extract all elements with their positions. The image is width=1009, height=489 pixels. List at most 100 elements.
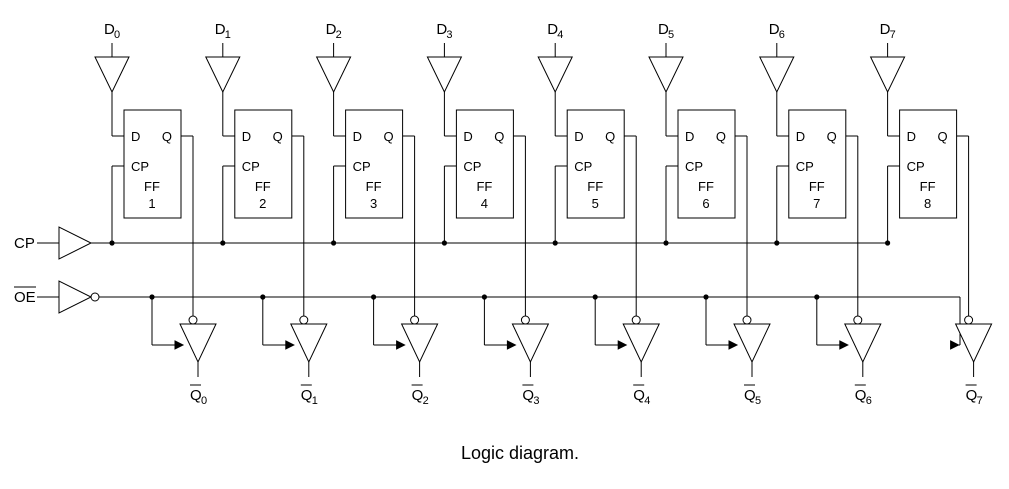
flip-flop	[788, 109, 847, 219]
data-input-index: 5	[668, 29, 674, 41]
ff-number-label: 8	[924, 196, 931, 211]
data-input-index: 6	[779, 29, 785, 41]
ff-d-pin-label: D	[131, 129, 140, 144]
output-index: 1	[312, 395, 318, 407]
input-buffer	[315, 56, 352, 94]
output-buffer	[622, 323, 660, 364]
input-buffer	[759, 56, 795, 94]
clock-junction	[331, 240, 337, 246]
cp-buffer	[58, 226, 93, 260]
ff-cp-pin-label: CP	[574, 159, 592, 174]
ff-type-label: FF	[587, 179, 603, 194]
oe-junction	[371, 294, 377, 300]
flip-flop	[345, 109, 404, 219]
ff-d-pin-label: D	[796, 129, 805, 144]
flip-flop	[677, 109, 736, 219]
output-buffer	[511, 323, 550, 364]
data-input-label: D	[104, 21, 115, 38]
oe-inverter-bubble	[90, 292, 100, 302]
flip-flop	[234, 109, 293, 219]
output-label: Q	[301, 387, 313, 404]
flip-flop	[899, 109, 958, 219]
ff-number-label: 1	[148, 196, 155, 211]
data-input-label: D	[215, 21, 226, 38]
output-label: Q	[190, 387, 202, 404]
output-inverter-bubble	[299, 315, 309, 325]
flip-flop	[123, 109, 182, 219]
clock-junction	[663, 240, 669, 246]
flip-flop	[455, 109, 514, 219]
enable-arrowhead	[728, 340, 739, 350]
output-inverter-bubble	[520, 315, 530, 325]
output-index: 0	[201, 395, 207, 407]
ff-type-label: FF	[476, 179, 492, 194]
oe-junction	[260, 294, 266, 300]
output-label: Q	[744, 387, 756, 404]
ff-q-pin-label: Q	[716, 129, 726, 144]
input-buffer	[869, 56, 906, 94]
output-label: Q	[633, 387, 645, 404]
input-buffer	[426, 56, 463, 94]
ff-q-pin-label: Q	[162, 129, 172, 144]
output-buffer	[179, 323, 217, 364]
ff-type-label: FF	[144, 179, 160, 194]
input-buffer	[205, 56, 241, 94]
output-index: 6	[866, 395, 872, 407]
oe-inverter	[58, 280, 93, 314]
data-input-label: D	[769, 21, 780, 38]
ff-d-pin-label: D	[907, 129, 916, 144]
input-buffer	[537, 56, 573, 94]
output-inverter-bubble	[188, 315, 198, 325]
enable-arrowhead	[396, 340, 406, 350]
enable-arrowhead	[285, 340, 295, 350]
ff-number-label: 4	[481, 196, 488, 211]
output-inverter-bubble	[631, 315, 641, 325]
clock-junction	[220, 240, 226, 246]
ff-cp-pin-label: CP	[131, 159, 149, 174]
ff-d-pin-label: D	[353, 129, 362, 144]
enable-arrowhead	[506, 340, 517, 350]
input-buffer	[648, 56, 684, 94]
data-input-index: 4	[557, 29, 563, 41]
ff-number-label: 2	[259, 196, 266, 211]
cp-input-label: CP	[14, 235, 35, 252]
oe-junction	[481, 294, 487, 300]
clock-junction	[441, 240, 447, 246]
ff-cp-pin-label: CP	[353, 159, 371, 174]
output-buffer	[290, 323, 328, 364]
oe-input-label: OE	[14, 289, 36, 306]
data-input-label: D	[658, 21, 669, 38]
enable-arrowhead	[617, 340, 628, 350]
oe-junction	[703, 294, 709, 300]
ff-cp-pin-label: CP	[685, 159, 703, 174]
data-input-label: D	[436, 21, 447, 38]
ff-cp-pin-label: CP	[463, 159, 481, 174]
ff-q-pin-label: Q	[494, 129, 504, 144]
data-input-label: D	[326, 21, 337, 38]
flip-flop	[566, 109, 625, 219]
output-label: Q	[412, 387, 424, 404]
ff-q-pin-label: Q	[827, 129, 837, 144]
ff-d-pin-label: D	[463, 129, 472, 144]
input-buffer	[94, 56, 130, 94]
output-inverter-bubble	[964, 315, 974, 325]
ff-d-pin-label: D	[574, 129, 583, 144]
data-input-label: D	[880, 21, 891, 38]
output-index: 5	[755, 395, 761, 407]
ff-type-label: FF	[366, 179, 382, 194]
data-input-index: 3	[446, 29, 452, 41]
data-input-index: 2	[336, 29, 342, 41]
ff-number-label: 3	[370, 196, 377, 211]
ff-number-label: 6	[702, 196, 709, 211]
output-buffer	[954, 323, 993, 364]
ff-type-label: FF	[809, 179, 825, 194]
enable-arrowhead	[174, 340, 185, 350]
ff-type-label: FF	[920, 179, 936, 194]
output-buffer	[844, 323, 882, 364]
ff-number-label: 7	[813, 196, 820, 211]
output-label: Q	[855, 387, 867, 404]
ff-type-label: FF	[255, 179, 271, 194]
output-index: 2	[423, 395, 429, 407]
